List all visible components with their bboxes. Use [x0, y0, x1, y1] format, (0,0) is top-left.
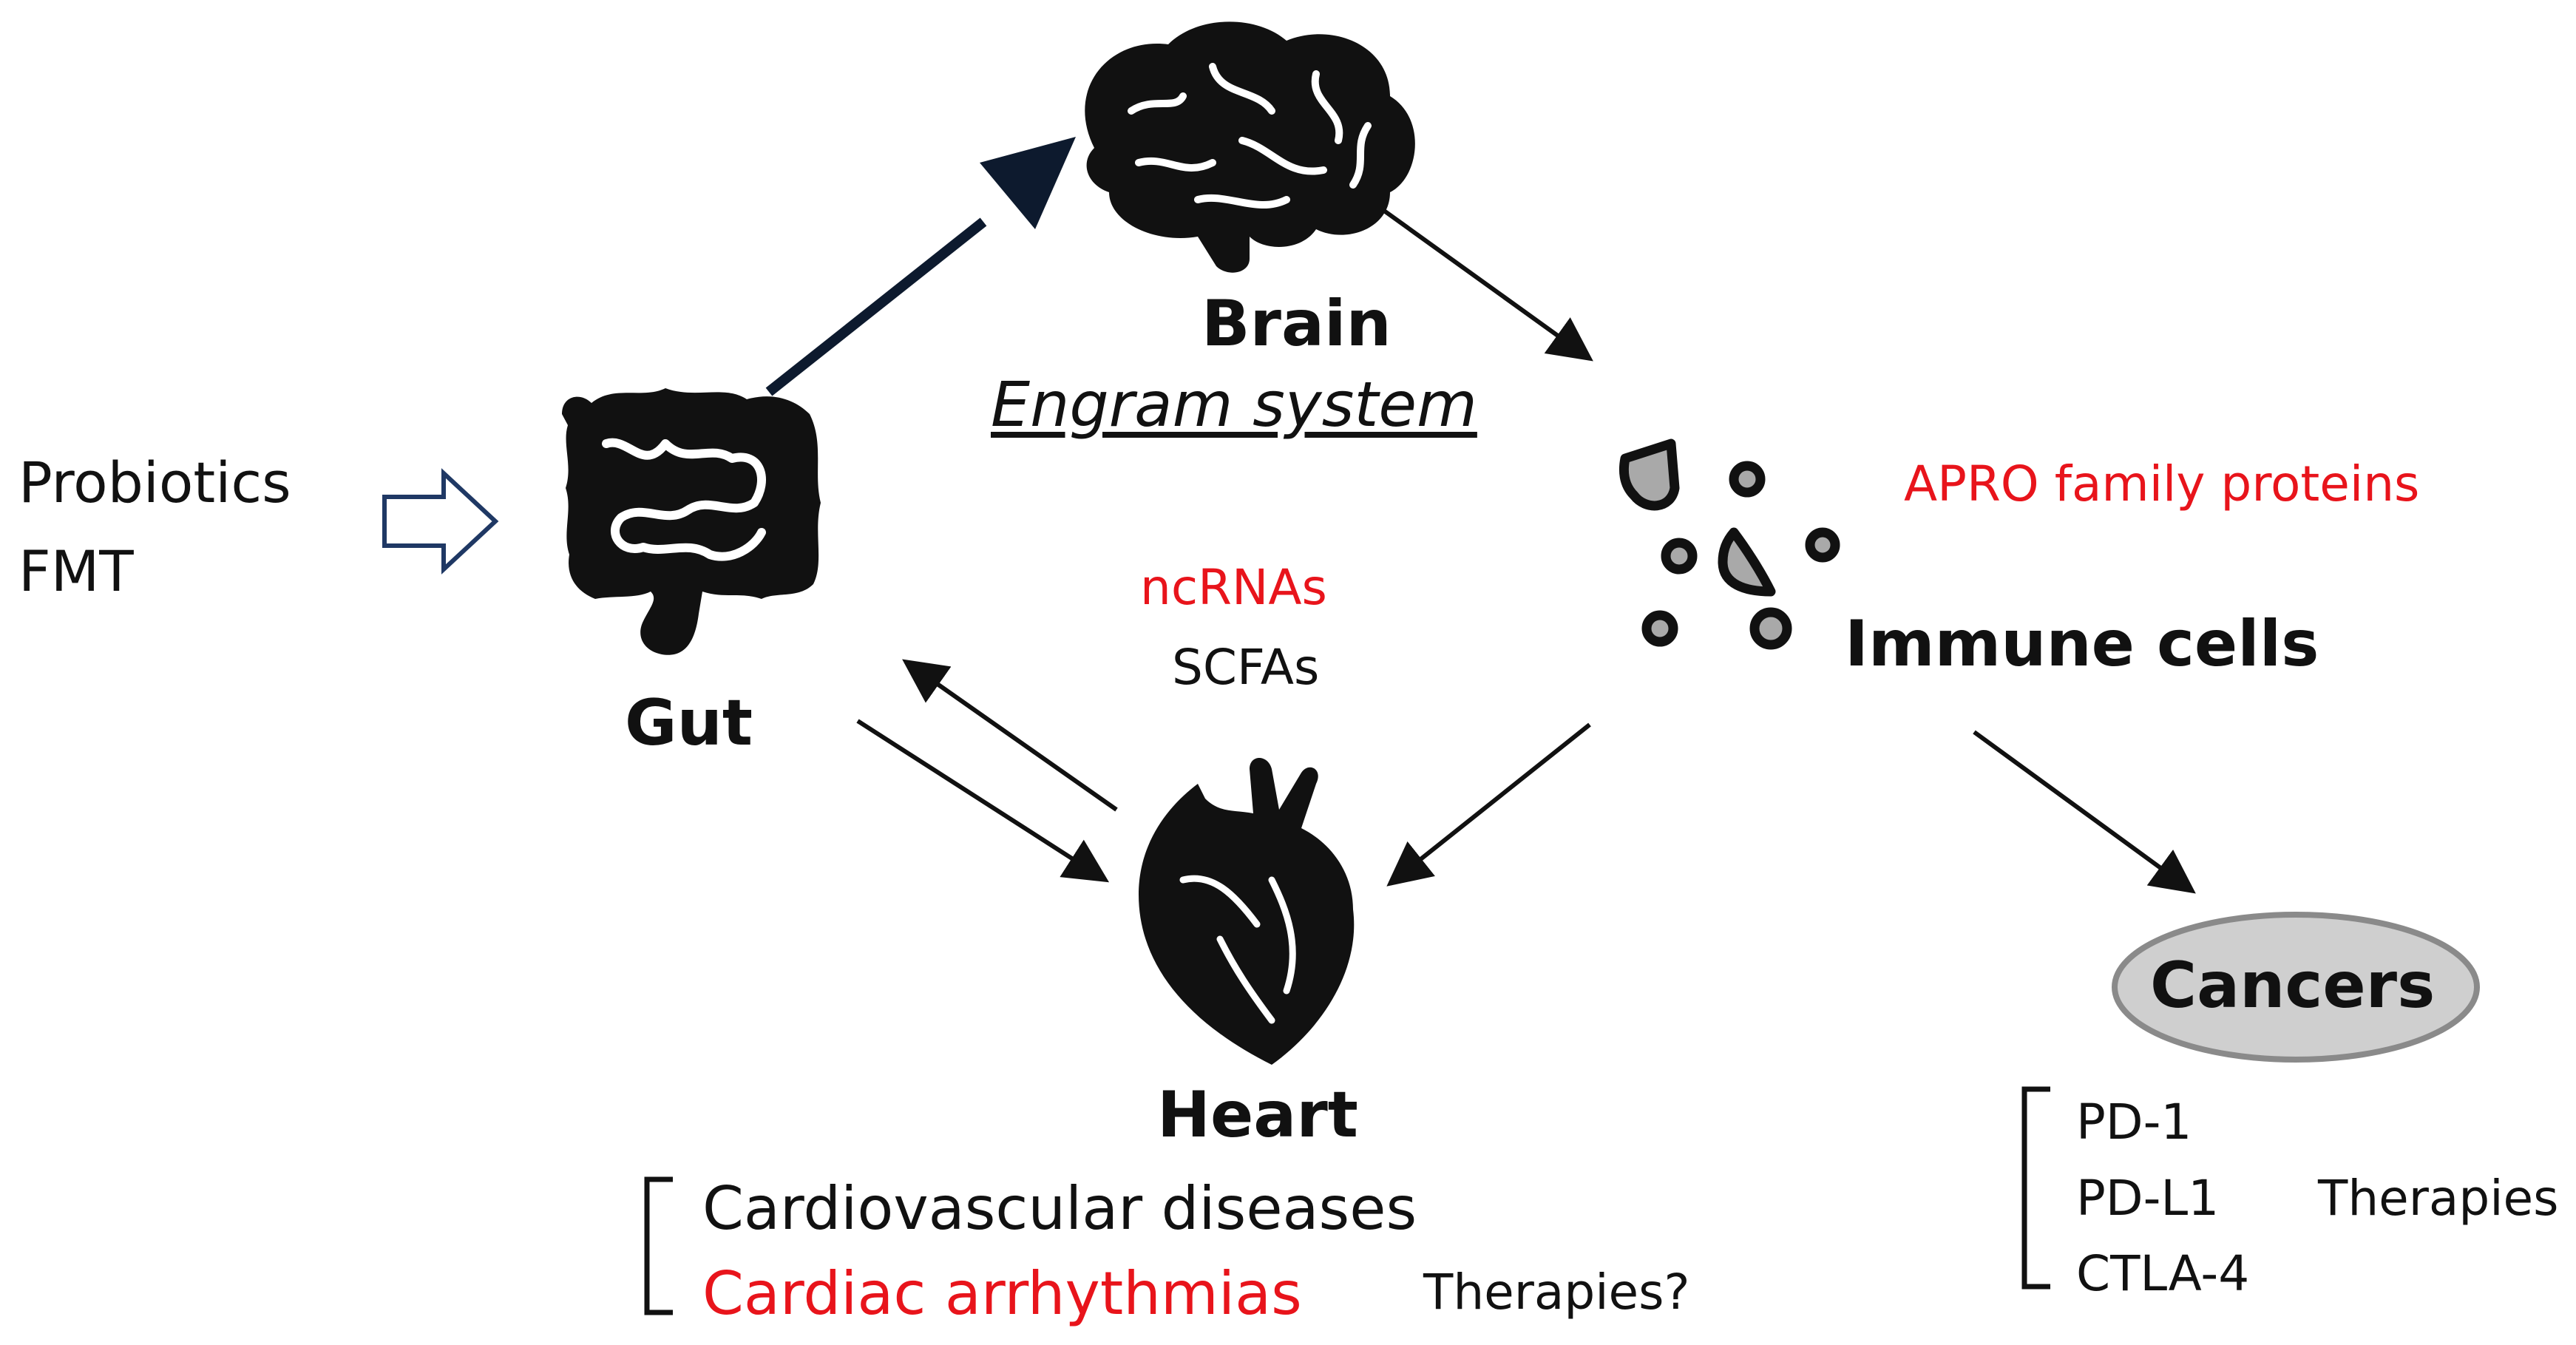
cancers-label: Cancers — [2150, 949, 2436, 1023]
therapies-label: Therapies — [2318, 1170, 2559, 1227]
pd1-label: PD-1 — [2076, 1094, 2192, 1151]
cardiovascular-diseases-label: Cardiovascular diseases — [702, 1174, 1417, 1243]
scfas-label: SCFAs — [1172, 639, 1320, 696]
ctla4-label: CTLA-4 — [2076, 1245, 2250, 1302]
fmt-label: FMT — [18, 538, 134, 604]
hollow-arrow-icon — [382, 468, 499, 575]
immune-to-heart-arrow — [1386, 722, 1591, 887]
immune-to-cancers-arrow — [1973, 730, 2196, 894]
gut-icon — [562, 388, 821, 655]
gut-to-brain-thick-arrow — [765, 137, 1076, 396]
gut-to-heart-arrow — [856, 719, 1110, 883]
immune-cells-label: Immune cells — [1845, 607, 2319, 681]
immune-cells-icon — [1619, 438, 1840, 650]
cardiac-arrhythmias-label: Cardiac arrhythmias — [702, 1259, 1302, 1328]
engram-system-label: Engram system — [991, 368, 1477, 441]
brain-icon — [1085, 21, 1415, 273]
cancer-therapy-bracket — [2021, 1086, 2050, 1290]
apro-family-proteins-label: APRO family proteins — [1904, 455, 2420, 512]
probiotics-label: Probiotics — [18, 450, 291, 515]
heart-therapy-bracket — [644, 1176, 673, 1315]
heart-icon — [1139, 758, 1355, 1065]
heart-label: Heart — [1157, 1078, 1358, 1152]
pdl1-label: PD-L1 — [2076, 1170, 2220, 1227]
gut-label: Gut — [625, 686, 753, 760]
brain-label: Brain — [1201, 287, 1392, 361]
brain-to-immune-arrow — [1377, 205, 1593, 362]
heart-to-gut-arrow — [902, 659, 1118, 812]
ncrnas-label: ncRNAs — [1140, 559, 1327, 616]
cancers-ellipse — [2112, 912, 2480, 1063]
therapies-question-label: Therapies? — [1423, 1264, 1690, 1321]
